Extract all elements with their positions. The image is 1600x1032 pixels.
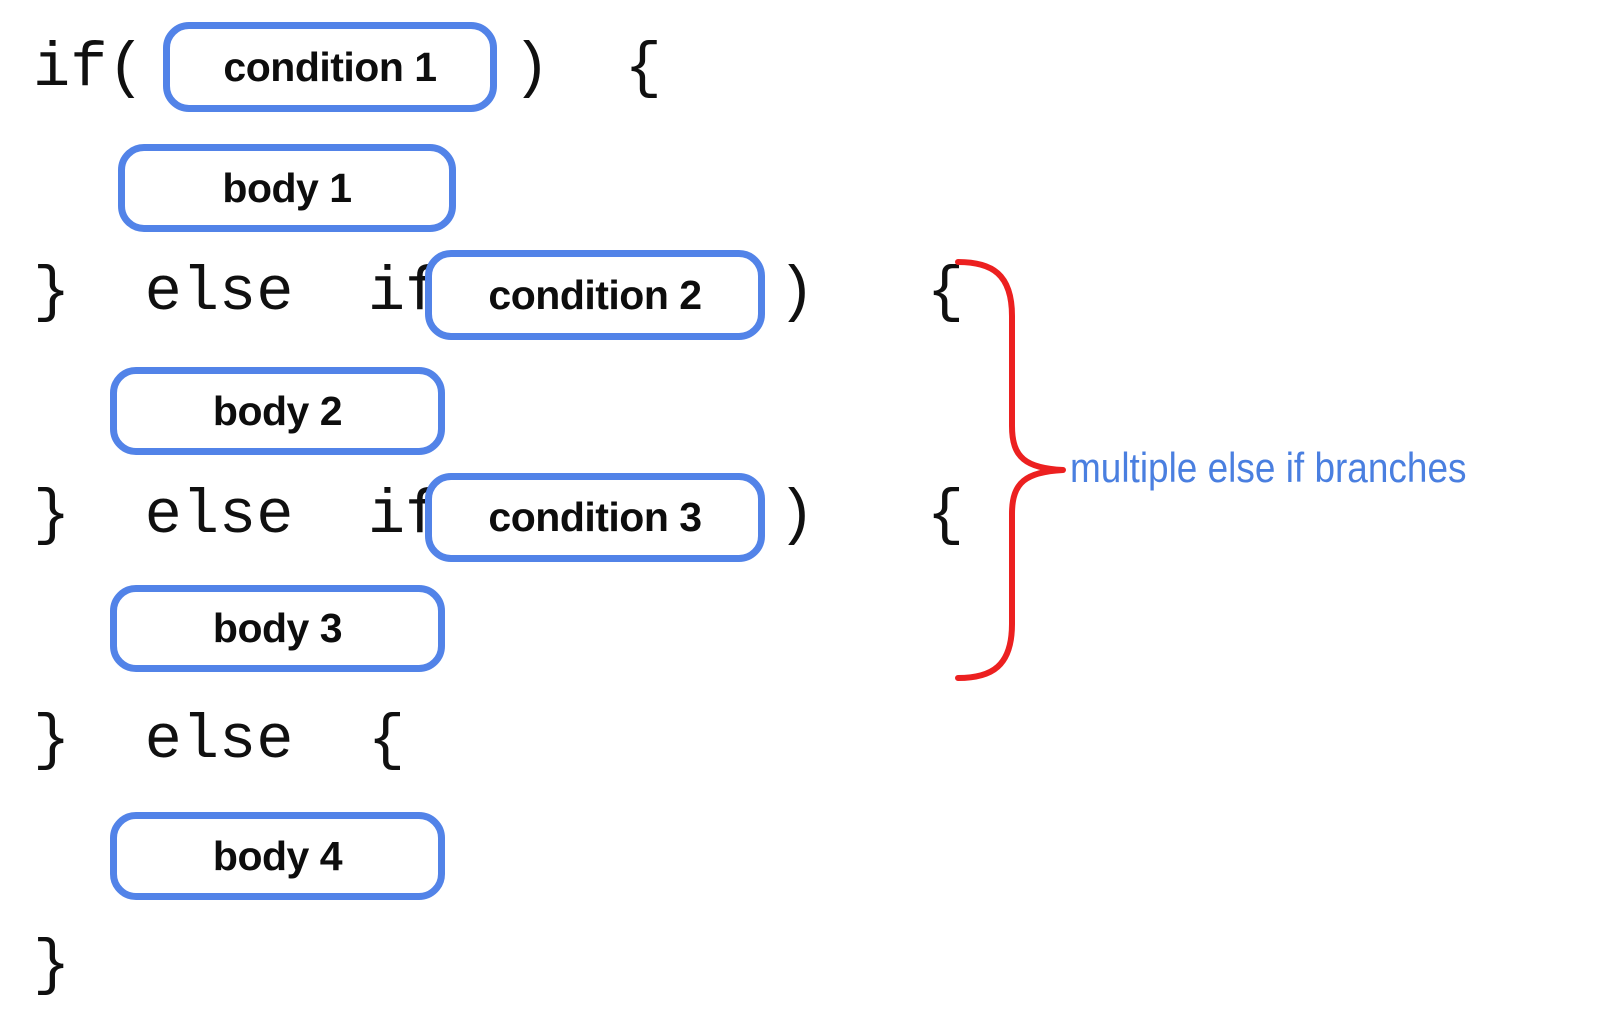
- code-fragment-line-final-close: }: [33, 930, 71, 1001]
- box-body-4[interactable]: body 4: [110, 812, 445, 900]
- box-label-body-4: body 4: [212, 832, 343, 879]
- code-fragment-line-else: } else {: [33, 705, 406, 776]
- box-condition-2[interactable]: condition 2: [425, 250, 765, 340]
- code-fragment-line-if-open: if(: [33, 33, 145, 104]
- box-label-condition-1: condition 1: [223, 43, 437, 90]
- box-body-2[interactable]: body 2: [110, 367, 445, 455]
- box-label-body-1: body 1: [222, 164, 352, 211]
- box-condition-1[interactable]: condition 1: [163, 22, 497, 112]
- box-label-body-3: body 3: [212, 605, 343, 651]
- box-label-body-2: body 2: [212, 387, 343, 434]
- code-fragment-line-elseif2-close: ) {: [778, 257, 965, 328]
- code-fragment-line-if-close-paren: ) {: [513, 33, 662, 104]
- code-fragment-line-elseif2-open: } else if(: [33, 257, 480, 328]
- red-curly-brace-icon: [955, 259, 1066, 681]
- code-fragment-line-elseif3-open: } else if(: [33, 480, 480, 551]
- box-body-1[interactable]: body 1: [118, 144, 456, 232]
- box-condition-3[interactable]: condition 3: [425, 473, 765, 562]
- code-fragment-line-elseif3-close: ) {: [778, 480, 965, 551]
- annotation-label: multiple else if branches: [1070, 444, 1467, 491]
- box-label-condition-3: condition 3: [488, 494, 702, 540]
- box-body-3[interactable]: body 3: [110, 585, 445, 672]
- box-label-condition-2: condition 2: [488, 271, 702, 318]
